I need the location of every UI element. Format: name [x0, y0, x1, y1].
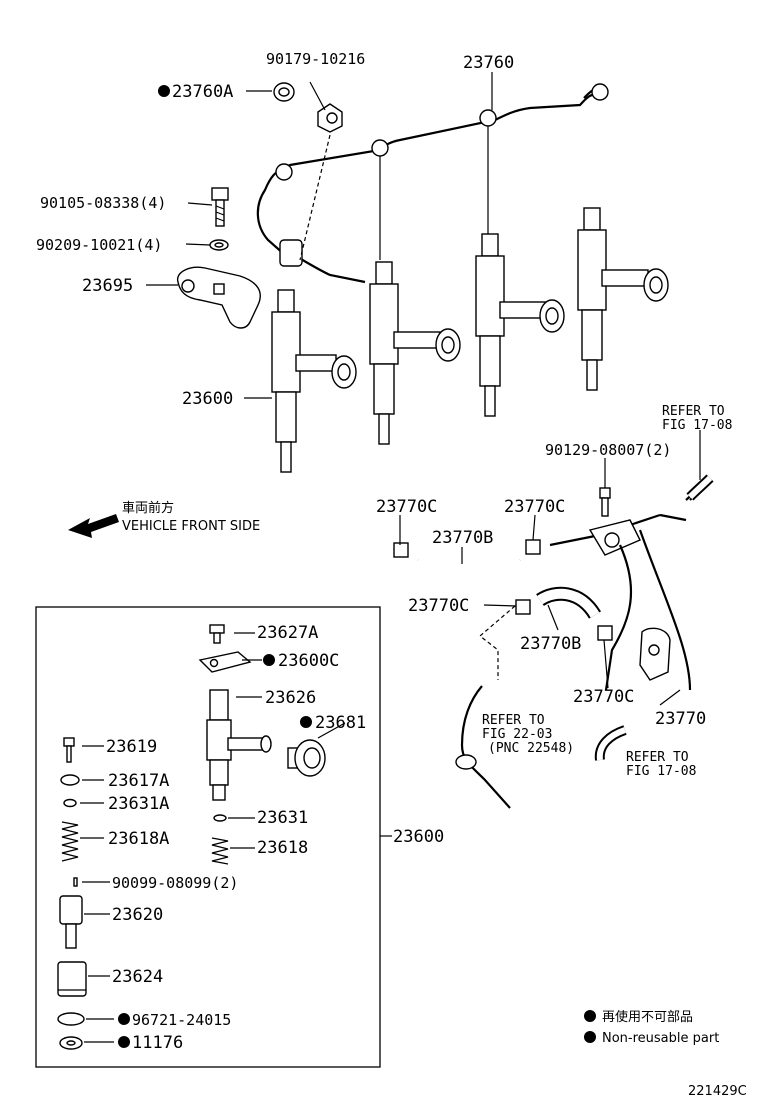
front-direction-arrow [68, 514, 119, 538]
callout-labels: 90179-10216 23760 23760A 90105-08338(4) … [36, 50, 706, 1053]
direction-label-en: VEHICLE FRONT SIDE [122, 519, 260, 534]
reference-labels: REFER TO FIG 17-08 REFER TO FIG 22-03 (P… [482, 404, 732, 779]
callout-23600c: 23600C [278, 651, 339, 671]
pipe-nut-part [317, 103, 343, 133]
spring-a [61, 821, 79, 862]
callout-23617a: 23617A [108, 771, 169, 791]
refer-to-1: REFER TO [662, 404, 725, 419]
callout-90209-10021: 90209-10021(4) [36, 236, 162, 254]
clip-part-1 [393, 542, 409, 558]
legend-label-jp: 再使用不可部品 [602, 1009, 693, 1025]
nozzle-holder [206, 689, 272, 801]
small-bolt [63, 737, 75, 763]
direction-label-jp: 車両前方 [122, 500, 174, 516]
callout-23620: 23620 [112, 905, 163, 925]
return-line [455, 605, 516, 809]
o-ring [57, 1012, 85, 1026]
callout-23770b-a: 23770B [432, 528, 493, 548]
callout-23631: 23631 [257, 808, 308, 828]
callout-23618a: 23618A [108, 829, 169, 849]
clip-part-3 [515, 599, 531, 615]
leader-lines [80, 72, 681, 1043]
callout-90179-10216: 90179-10216 [266, 50, 365, 68]
callout-23631a: 23631A [108, 794, 169, 814]
callout-23770c-a: 23770C [376, 497, 437, 517]
fig-ref-3: FIG 17-08 [626, 764, 696, 779]
shim [60, 774, 80, 786]
callout-23600-top: 23600 [182, 389, 233, 409]
inlet-connector [287, 739, 326, 777]
callout-23760a: 23760A [172, 82, 233, 102]
injector-2 [369, 261, 461, 445]
box-clamp [198, 651, 252, 673]
legend-dot [584, 1010, 596, 1022]
retaining-nut [57, 961, 87, 997]
non-reusable-dot [158, 85, 170, 97]
callout-23624: 23624 [112, 967, 163, 987]
spring-b [211, 837, 229, 865]
injector-1 [271, 289, 357, 473]
callout-90099-08099: 90099-08099(2) [112, 874, 238, 892]
pipe-gasket-part [273, 82, 295, 102]
clip-part-2 [525, 539, 541, 555]
small-shim [213, 814, 227, 822]
callout-11176: 11176 [132, 1033, 183, 1053]
nozzle-clamp-part [176, 266, 261, 329]
fig-ref-1: FIG 17-08 [662, 418, 732, 433]
fig-ref-2: FIG 22-03 [482, 727, 552, 742]
callout-23626: 23626 [265, 688, 316, 708]
injection-pipe-assembly [256, 83, 609, 284]
callout-23600-box: 23600 [393, 827, 444, 847]
legend-label-en: Non-reusable part [602, 1031, 719, 1046]
callout-23681: 23681 [315, 713, 366, 733]
callout-23618: 23618 [257, 838, 308, 858]
callout-23770c-d: 23770C [573, 687, 634, 707]
callout-23770c-c: 23770C [408, 596, 469, 616]
callout-96721-24015: 96721-24015 [132, 1011, 231, 1029]
callout-90129-08007: 90129-08007(2) [545, 441, 671, 459]
injector-4 [577, 207, 669, 391]
bolt-part-2 [599, 487, 611, 499]
non-reusable-dot [118, 1036, 130, 1048]
callout-90105-08338: 90105-08338(4) [40, 194, 166, 212]
callout-23627a: 23627A [257, 623, 318, 643]
non-reusable-dot [300, 716, 312, 728]
callout-23770b-b: 23770B [520, 634, 581, 654]
non-reusable-dot [263, 654, 275, 666]
callout-23619: 23619 [106, 737, 157, 757]
injector-3 [475, 233, 565, 417]
legend-dot [584, 1031, 596, 1043]
callout-23770: 23770 [655, 709, 706, 729]
figure-number: 221429C [688, 1084, 747, 1099]
pin [73, 877, 78, 887]
refer-to-3: REFER TO [626, 750, 689, 765]
injector-breakdown-box [35, 606, 381, 1068]
pnc-ref-2: (PNC 22548) [488, 741, 574, 756]
shim-2 [63, 798, 77, 808]
nozzle-tip [59, 895, 83, 949]
callout-23760: 23760 [463, 53, 514, 73]
clip-part-4 [597, 625, 613, 641]
callout-23695: 23695 [82, 276, 133, 296]
box-bolt [209, 624, 225, 644]
refer-to-2: REFER TO [482, 713, 545, 728]
callout-23770c-b: 23770C [504, 497, 565, 517]
bolt-part [211, 187, 229, 227]
non-reusable-dot [118, 1013, 130, 1025]
